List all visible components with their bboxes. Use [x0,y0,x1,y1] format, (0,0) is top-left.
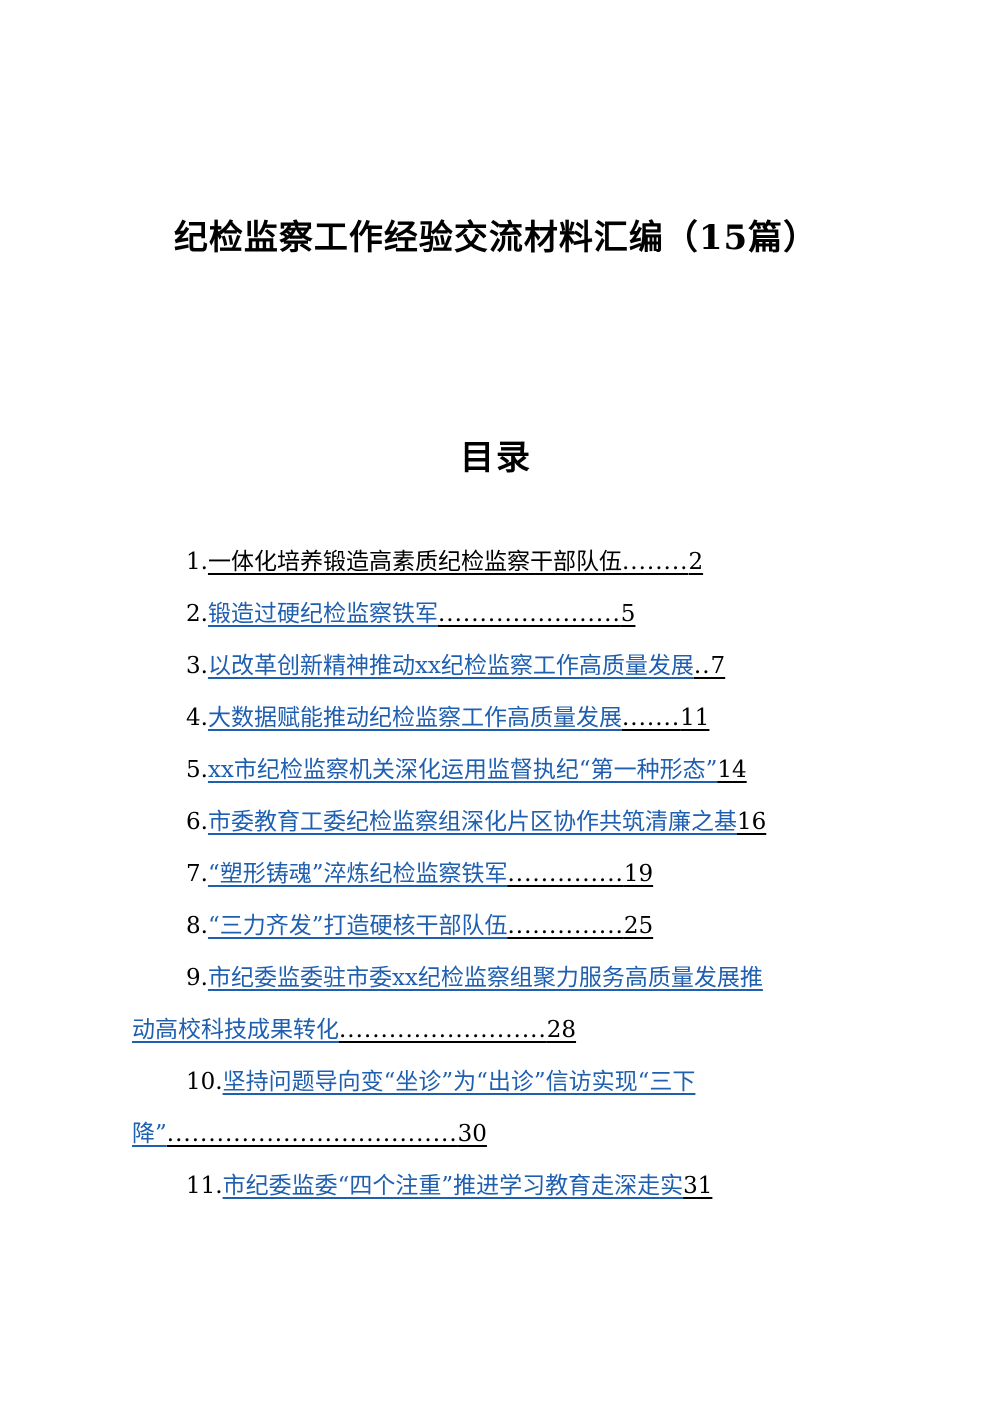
toc-leader-dots: ....... [621,705,681,731]
toc-page-number: 2 [688,549,704,575]
toc-entry-link[interactable]: 以改革创新精神推动xx纪检监察工作高质量发展 [207,653,694,679]
toc-entry-link-continued[interactable]: 降” [132,1121,167,1147]
toc-page-number: 5 [620,601,636,627]
document-title: 纪检监察工作经验交流材料汇编（15篇） [173,218,819,258]
toc-entry-link[interactable]: 锻造过硬纪检监察铁军 [207,601,438,627]
toc-entry-2[interactable]: 2. 锻造过硬纪检监察铁军 ...................... 5 [132,588,872,640]
toc-entry-link[interactable]: “塑形铸魂”淬炼纪检监察铁军 [207,861,508,887]
toc-entry-number: 9. [186,965,208,991]
toc-leader-dots: .. [693,653,711,679]
table-of-contents: 1. 一体化培养锻造高素质纪检监察干部队伍 ........ 2 2. 锻造过硬… [132,536,872,1212]
toc-entry-4[interactable]: 4. 大数据赋能推动纪检监察工作高质量发展 ....... 11 [132,692,872,744]
toc-entry-number: 6. [186,809,208,835]
toc-entry-number: 8. [186,913,208,939]
toc-leader-dots: .............. [507,913,624,939]
toc-entry-number: 11. [186,1173,223,1199]
toc-entry-1[interactable]: 1. 一体化培养锻造高素质纪检监察干部队伍 ........ 2 [132,536,872,588]
toc-leader-dots: ......................... [339,1017,547,1043]
toc-page-number: 28 [546,1017,577,1043]
toc-page-number: 25 [623,913,654,939]
toc-entry-number: 5. [186,757,208,783]
toc-entry-number: 3. [186,653,208,679]
toc-entry-3[interactable]: 3. 以改革创新精神推动xx纪检监察工作高质量发展 .. 7 [132,640,872,692]
toc-entry-number: 10. [186,1069,223,1095]
toc-entry-link-continued[interactable]: 动高校科技成果转化 [132,1017,339,1043]
toc-entry-11[interactable]: 11. 市纪委监委“四个注重”推进学习教育走深走实 31 [132,1160,872,1212]
toc-entry-link[interactable]: 市纪委监委“四个注重”推进学习教育走深走实 [222,1173,684,1199]
toc-leader-dots: ........ [621,549,689,575]
toc-entry-link[interactable]: 大数据赋能推动纪检监察工作高质量发展 [207,705,622,731]
toc-entry-10[interactable]: 10. 坚持问题导向变“坐诊”为“出诊”信访实现“三下 降” .........… [132,1056,872,1160]
toc-page-number: 30 [457,1121,487,1147]
toc-entry-link[interactable]: 市委教育工委纪检监察组深化片区协作共筑清廉之基 [207,809,737,835]
toc-page-number: 19 [623,861,654,887]
toc-page-number: 11 [680,705,710,731]
toc-entry-6[interactable]: 6. 市委教育工委纪检监察组深化片区协作共筑清廉之基 16 [132,796,872,848]
toc-entry-7[interactable]: 7. “塑形铸魂”淬炼纪检监察铁军 .............. 19 [132,848,872,900]
toc-entry-5[interactable]: 5. xx市纪检监察机关深化运用监督执纪“第一种形态” 14 [132,744,872,796]
toc-page-number: 31 [683,1173,713,1199]
toc-page-number: 14 [717,757,747,783]
toc-page-number: 7 [710,653,726,679]
toc-entry-number: 4. [186,705,208,731]
toc-entry-link[interactable]: 一体化培养锻造高素质纪检监察干部队伍 [207,549,622,575]
toc-entry-number: 2. [186,601,208,627]
toc-entry-link[interactable]: 坚持问题导向变“坐诊”为“出诊”信访实现“三下 [222,1069,696,1095]
toc-leader-dots: ...................... [437,601,621,627]
toc-entry-link[interactable]: xx市纪检监察机关深化运用监督执纪“第一种形态” [207,757,718,783]
toc-entry-number: 1. [186,549,208,575]
toc-heading: 目录 [460,438,532,478]
toc-entry-8[interactable]: 8. “三力齐发”打造硬核干部队伍 .............. 25 [132,900,872,952]
toc-entry-number: 7. [186,861,208,887]
toc-leader-dots: .............. [507,861,624,887]
toc-entry-9[interactable]: 9. 市纪委监委驻市委xx纪检监察组聚力服务高质量发展推 动高校科技成果转化 .… [132,952,872,1056]
toc-entry-link[interactable]: 市纪委监委驻市委xx纪检监察组聚力服务高质量发展推 [207,965,763,991]
toc-leader-dots: ................................... [166,1121,458,1147]
toc-entry-link[interactable]: “三力齐发”打造硬核干部队伍 [207,913,508,939]
toc-page-number: 16 [736,809,767,835]
